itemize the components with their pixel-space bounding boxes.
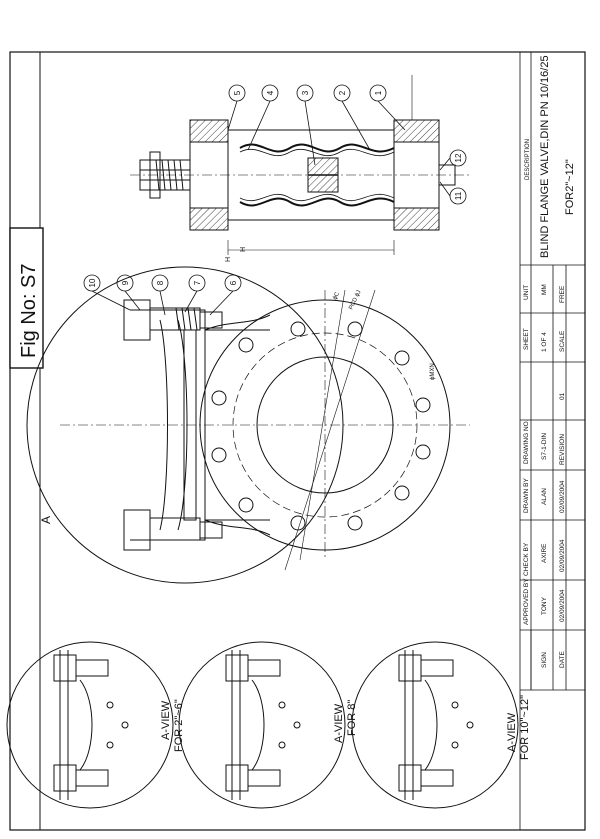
h-label-1: H: [240, 247, 247, 252]
section-balloons: [227, 84, 467, 205]
balloon-8: 8: [156, 280, 165, 285]
detail-2-line2: FOR 8": [346, 700, 358, 736]
section-view: [130, 75, 470, 255]
title-block: [519, 51, 586, 831]
section-balloon-labels: 5 4 3 2 1 12 11: [233, 90, 463, 200]
view-marker-a: A: [39, 516, 53, 524]
description-line1: BLIND FLANGE VALVE,DIN PN 10/16/25: [539, 55, 551, 258]
drawing-number: S7-1-DIN: [541, 433, 548, 460]
balloon-12: 12: [454, 153, 463, 162]
figure-label-box: Fig No: S7: [9, 227, 44, 369]
detail-2-line1: A-VIEW: [333, 703, 345, 743]
balloon-6: 6: [229, 280, 238, 285]
sign-label: SIGN: [541, 652, 548, 668]
sign-approved: TONY: [541, 596, 548, 615]
sheet-value: 1 OF 4: [541, 332, 548, 352]
date-label: DATE: [559, 650, 566, 668]
header-drawing-no: DRAWING NO.: [523, 419, 530, 464]
description-line2: FOR2"~12": [564, 159, 576, 215]
main-balloons: [83, 274, 242, 316]
holes-label: ϕMXN: [430, 363, 436, 380]
balloon-1: 1: [374, 90, 383, 95]
date-check: 02/09/2004: [559, 539, 566, 572]
detail-1-line1: A-VIEW: [160, 700, 172, 740]
header-check: CHECK BY: [523, 542, 530, 576]
figure-label: Fig No: S7: [18, 264, 40, 358]
balloon-7: 7: [193, 280, 202, 285]
dim-c-label: ϕC: [332, 291, 341, 301]
header-approved: APPROVED BY: [523, 578, 530, 625]
detail-3-line1: A-VIEW: [506, 712, 518, 752]
balloon-10: 10: [88, 278, 97, 287]
balloon-4: 4: [266, 90, 275, 95]
sign-check: AXIRE: [541, 543, 548, 563]
balloon-5: 5: [233, 90, 242, 95]
detail-view-1: [6, 641, 174, 809]
scale-label: SCALE: [559, 330, 566, 352]
date-drawn: 02/09/2004: [559, 480, 566, 513]
unit-value: MM: [541, 284, 548, 295]
date-approved: 02/09/2004: [559, 589, 566, 622]
scale-value: FREE: [559, 285, 566, 303]
sign-drawn: ALAN: [541, 488, 548, 505]
title-block-text: DESCRIPTION BLIND FLANGE VALVE,DIN PN 10…: [523, 55, 576, 668]
balloon-9: 9: [121, 280, 130, 285]
pcd-label: PCD ϕJ: [348, 290, 362, 311]
outer-border: [9, 51, 586, 831]
detail-view-3: [351, 641, 519, 809]
header-unit: UNIT: [523, 285, 530, 300]
revision-label: REVISION: [559, 434, 566, 465]
detail-3-line2: FOR 10"~12": [519, 695, 531, 760]
main-view: [26, 266, 470, 584]
detail-view-labels: A-VIEW FOR 2"~6" A-VIEW FOR 8" A-VIEW FO…: [160, 695, 531, 760]
h-label-2: H: [225, 257, 232, 262]
balloon-3: 3: [301, 90, 310, 95]
detail-view-2: [178, 641, 346, 809]
main-balloon-labels: 10 9 8 7 6: [88, 278, 238, 287]
detail-1-line2: FOR 2"~6": [173, 699, 185, 752]
balloon-11: 11: [454, 191, 463, 200]
revision-value: 01: [559, 392, 566, 400]
header-drawn: DRAWN BY: [523, 478, 530, 513]
header-sheet: SHEET: [523, 328, 530, 350]
description-header: DESCRIPTION: [525, 139, 531, 180]
balloon-2: 2: [338, 90, 347, 95]
